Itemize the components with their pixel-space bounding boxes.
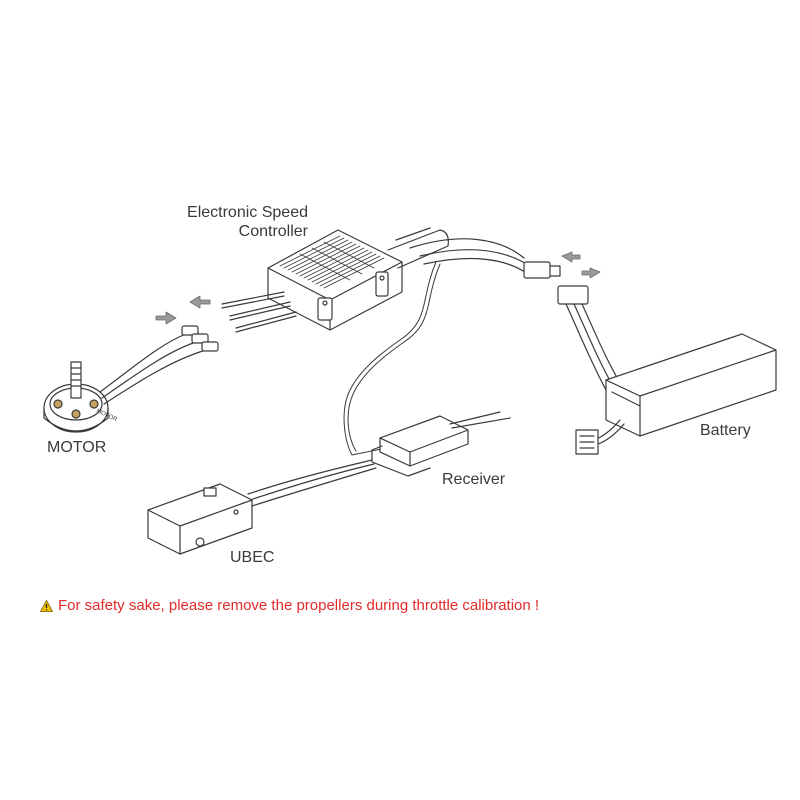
battery-connector (557, 285, 623, 391)
motor-wires (99, 325, 219, 405)
battery-pack (575, 333, 777, 455)
battery-label: Battery (700, 422, 751, 439)
ubec-label: UBEC (230, 549, 275, 566)
esc-label: Electronic Speed Controller (168, 203, 308, 241)
esc-label-line1: Electronic Speed (187, 204, 308, 221)
receiver-label: Receiver (442, 471, 506, 488)
esc-motor-leads (221, 291, 297, 333)
safety-warning: For safety sake, please remove the prope… (40, 597, 539, 614)
ubec-drawing (147, 483, 253, 555)
warning-text: For safety sake, please remove the prope… (58, 597, 540, 614)
signal-cable (343, 261, 441, 456)
esc-label-line2: Controller (238, 223, 308, 240)
receiver-drawing (371, 411, 511, 477)
ubec-lead (247, 459, 377, 507)
esc-body (267, 227, 449, 331)
motor-drawing (43, 361, 109, 433)
motor-label: MOTOR (47, 439, 107, 456)
connect-arrows (155, 251, 601, 325)
esc-battery-leads (409, 238, 561, 279)
warning-triangle-icon (40, 599, 53, 612)
